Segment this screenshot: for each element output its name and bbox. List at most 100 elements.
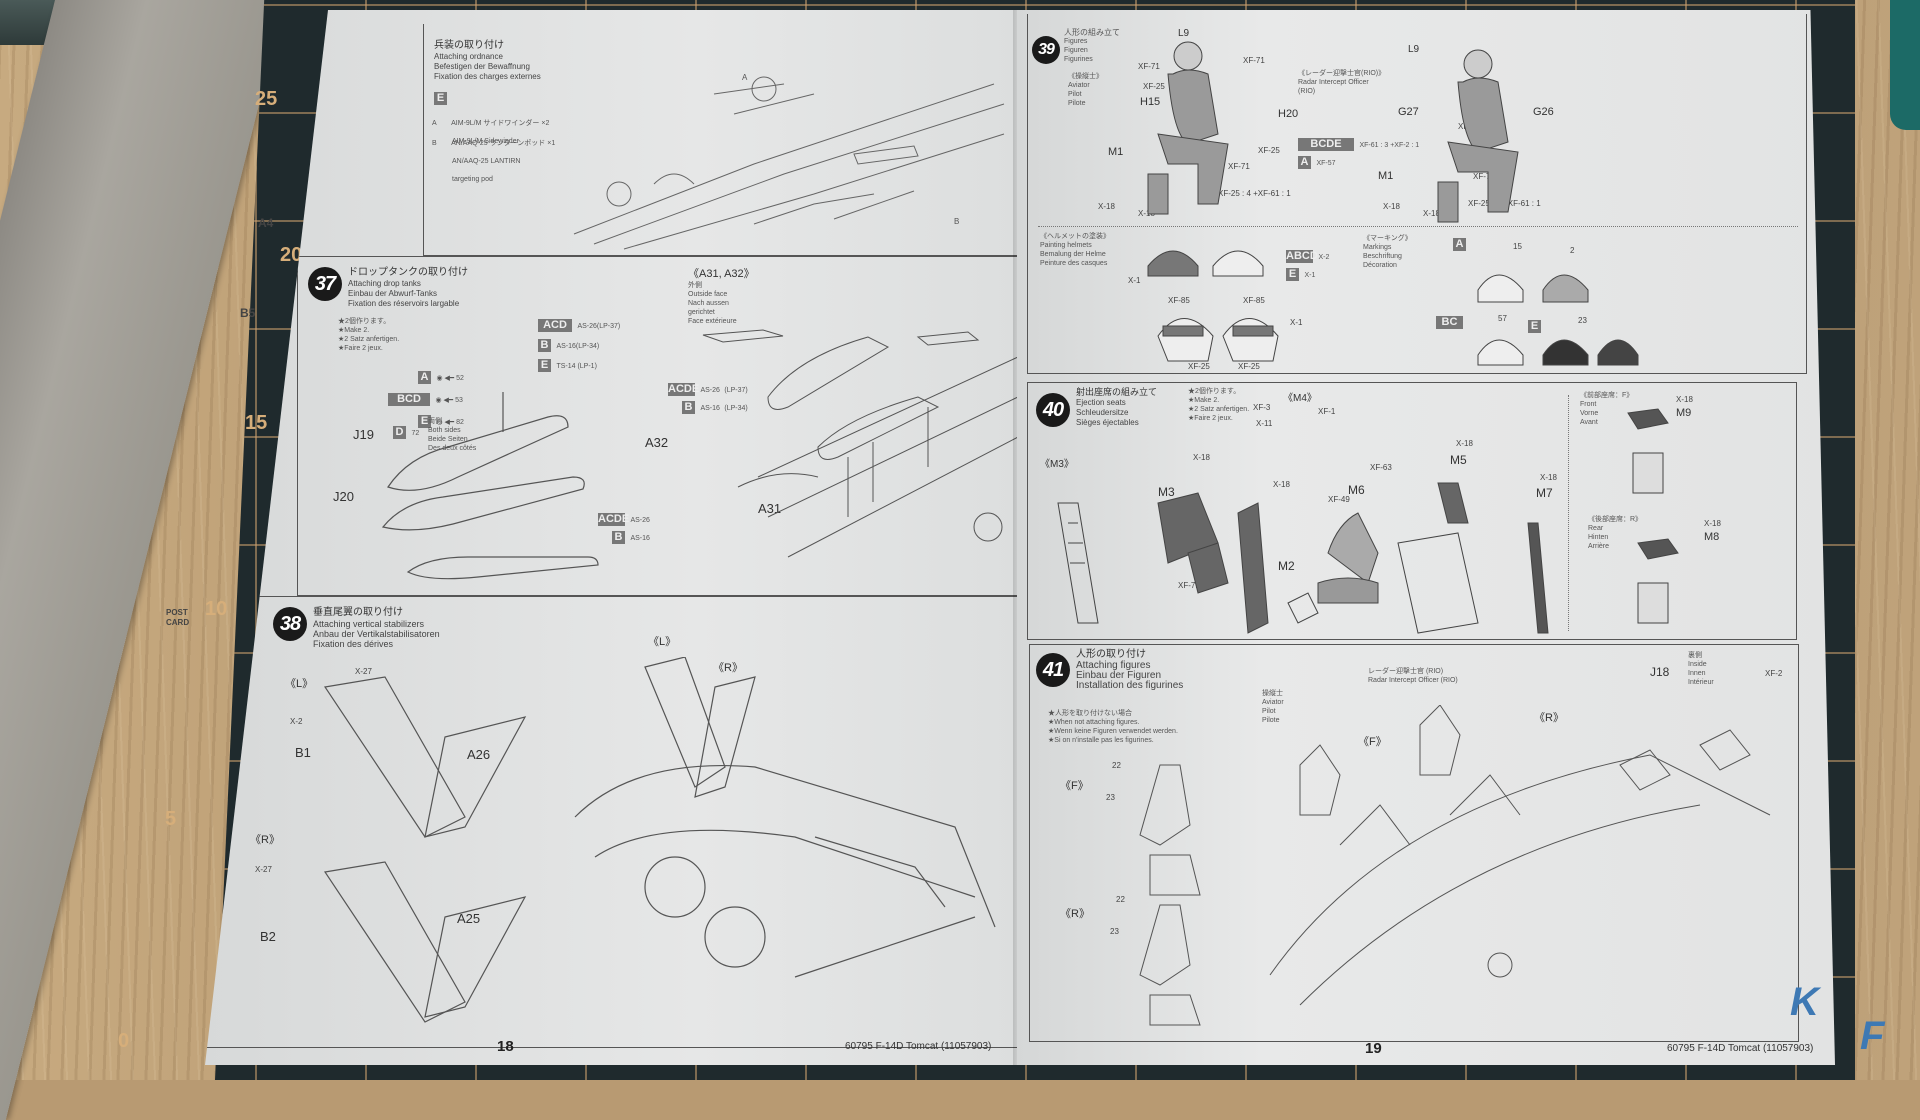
kmf-watermark-logo: K F <box>1790 980 1900 1060</box>
step-39-title: 人形の組み立て Figures Figuren Figurines <box>1064 28 1120 64</box>
page-number-19: 19 <box>1365 1040 1382 1057</box>
seat-separator <box>1568 395 1569 631</box>
paint: XF-71 <box>1228 162 1250 171</box>
paint-xf2: XF-2 <box>1765 669 1783 678</box>
rio-markings: BCDE XF-61 : 3 +XF-2 : 1 A XF-57 <box>1298 134 1419 170</box>
paint-letters: E <box>538 359 551 372</box>
step-39-title-fr: Figurines <box>1064 56 1093 63</box>
part-m7: M7 <box>1536 486 1553 500</box>
step-39-title-de: Figuren <box>1064 47 1088 54</box>
rio-marking-letters: A <box>1298 156 1311 169</box>
step-41-title-jp: 人形の取り付け <box>1076 649 1146 660</box>
paint: XF-71 <box>1473 172 1495 181</box>
outside-face-de2: gerichtet <box>688 309 715 316</box>
note: ★2 Satz anfertigen. <box>338 336 400 343</box>
step-41-title-fr: Installation des figurines <box>1076 680 1184 691</box>
mat-label-15: 15 <box>245 412 268 434</box>
note: ★Faire 2 jeux. <box>1188 415 1233 422</box>
both-sides-decal: 72 <box>411 430 420 437</box>
step-41-title-en: Attaching figures <box>1076 660 1151 671</box>
step-37-title-jp: ドロップタンクの取り付け <box>348 267 468 278</box>
aviator-jp: 操縦士 <box>1262 690 1283 697</box>
note: ★Si on n'installe pas les figurines. <box>1048 737 1154 744</box>
ordnance-item-jp: AIM-9L/M サイドワインダー ×2 <box>451 120 550 127</box>
paint: X-18 <box>1456 439 1473 448</box>
part-m5: M5 <box>1450 453 1467 467</box>
step-40-title-jp: 射出座席の組み立て <box>1076 387 1158 397</box>
ordnance-item-en2: targeting pod <box>452 176 493 183</box>
step-39-badge: 39 <box>1032 36 1060 64</box>
step-40-title: 射出座席の組み立て Ejection seats Schleudersitze … <box>1076 387 1157 428</box>
ordnance-title-de: Befestigen der Bewaffnung <box>434 62 530 71</box>
view-label-l-aircraft: 《L》 <box>648 636 677 648</box>
helmet-title-jp: 《ヘルメットの塗装》 <box>1040 233 1110 240</box>
helmet-code: X-2 <box>1318 254 1330 261</box>
step-37-title: ドロップタンクの取り付け Attaching drop tanks Einbau… <box>348 267 468 309</box>
part-m9: M9 <box>1676 407 1692 419</box>
decal-letters: A <box>418 371 431 384</box>
ordnance-marking-letter: E <box>434 92 447 105</box>
rear-seat-label: 《後部座席：R》 Rear Hinten Arrière <box>1588 515 1642 551</box>
part-a32: A32 <box>645 435 669 450</box>
part-j18: J18 <box>1650 665 1670 679</box>
rio-jp: 《レーダー迎撃士官(RIO)》 <box>1298 70 1386 77</box>
part-m1-left: M1 <box>1108 146 1124 158</box>
rio-en: Radar Intercept Officer <box>1298 79 1369 86</box>
decal-15: 15 <box>1513 242 1522 251</box>
paint: X-1 <box>1290 318 1303 327</box>
step-38-title: 垂直尾翼の取り付け Attaching vertical stabilizers… <box>313 607 440 649</box>
step-37-title-de: Einbau der Abwurf-Tanks <box>348 289 437 298</box>
seat-label-r: 《R》 <box>1060 908 1090 920</box>
figures-cockpit-drawing <box>1139 705 1771 1026</box>
decal-57: 57 <box>1498 314 1507 323</box>
decal-letters: BCD <box>388 393 430 406</box>
decal-23-f: 23 <box>1106 793 1115 802</box>
part-m1-right: M1 <box>1378 170 1394 182</box>
helmet-title-en: Painting helmets <box>1040 242 1092 249</box>
decal-number: 52 <box>456 375 464 382</box>
note: ★2個作ります。 <box>338 318 391 325</box>
ordnance-item-b: B AN/AAQ-25 ランターンポッド ×1 AN/AAQ-25 LANTIR… <box>432 132 555 186</box>
step-38-title-fr: Fixation des dérives <box>313 639 394 649</box>
page-number-18: 18 <box>497 1038 514 1055</box>
marking-letter-e: E <box>1528 320 1541 333</box>
ordnance-title: 兵装の取り付け Attaching ordnance Befestigen de… <box>434 40 541 82</box>
paint-letters: B <box>612 531 625 544</box>
both-sides-fr: Des deux côtés <box>428 445 477 452</box>
outside-face-jp: 外側 <box>688 282 702 289</box>
paint-xf1: XF-1 <box>1318 407 1336 416</box>
paint-x18-m8: X-18 <box>1704 519 1721 528</box>
aviator-fr: Pilote <box>1262 717 1280 724</box>
step-41-badge: 41 <box>1036 653 1070 687</box>
note: ★Wenn keine Figuren verwendet werden. <box>1048 728 1178 735</box>
rio-en: Radar Intercept Officer (RIO) <box>1368 677 1458 684</box>
paint-xf3: XF-3 <box>1253 403 1271 412</box>
mat-label-a4: A4 <box>258 216 274 230</box>
page-18: 兵装の取り付け Attaching ordnance Befestigen de… <box>205 10 1025 1065</box>
part-g27: G27 <box>1398 106 1419 118</box>
part-h20: H20 <box>1278 108 1299 120</box>
marking-letter-bc: BC <box>1436 316 1463 329</box>
markings-title: 《マーキング》 Markings Beschriftung Décoration <box>1363 234 1412 270</box>
part-m2: M2 <box>1278 559 1295 573</box>
mat-label-b5: B5 <box>240 306 256 320</box>
view-label-r: 《R》 <box>250 834 280 846</box>
part-a26: A26 <box>467 747 491 762</box>
paint: X-18 <box>1383 202 1400 211</box>
note: ★2 Satz anfertigen. <box>1188 406 1250 413</box>
mat-label-25: 25 <box>255 88 278 110</box>
part-b2: B2 <box>260 929 276 944</box>
helmets-drawing <box>1147 250 1279 362</box>
ordnance-item-ref: B <box>432 140 437 147</box>
outside-face-note: 《A31, A32》 外側 Outside face Nach aussen g… <box>688 265 755 326</box>
drop-tank-drawing <box>381 392 599 580</box>
rio-abbr: (RIO) <box>1298 88 1316 95</box>
ordnance-item-ref: A <box>432 120 437 127</box>
aviator-de: Pilot <box>1068 91 1082 98</box>
inside-en: Inside <box>1688 661 1707 668</box>
paint-code: AS-16 <box>700 405 720 412</box>
note: ★Make 2. <box>338 327 370 334</box>
rear-seat-jp: 《後部座席：R》 <box>1588 516 1643 523</box>
paint: XF-25 <box>1143 82 1165 91</box>
part-m3: M3 <box>1158 485 1175 499</box>
